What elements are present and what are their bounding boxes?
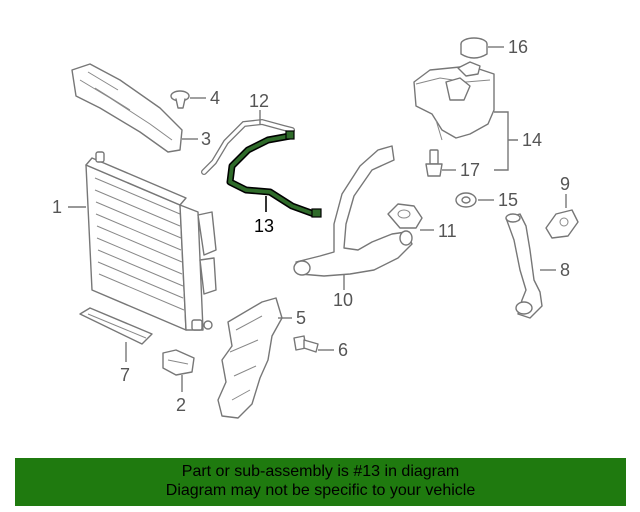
radiator-part-1[interactable] — [85, 151, 217, 331]
upper-hose-part-10[interactable] — [293, 145, 413, 277]
banner-line-1: Part or sub-assembly is #13 in diagram — [181, 463, 460, 480]
callout-14: 14 — [522, 130, 542, 150]
callout-11: 11 — [438, 221, 457, 241]
callout-5: 5 — [296, 308, 306, 328]
hose-part-13-highlighted[interactable] — [226, 130, 322, 218]
cap-part-16[interactable] — [460, 37, 488, 59]
ring-part-15[interactable] — [455, 192, 477, 208]
callout-2: 2 — [176, 395, 186, 415]
callout-4: 4 — [210, 88, 220, 108]
callout-17: 17 — [460, 160, 480, 180]
seal-strip-part-7[interactable] — [79, 307, 153, 345]
callout-6: 6 — [338, 340, 348, 360]
callout-15: 15 — [498, 190, 518, 210]
callout-9: 9 — [560, 174, 570, 194]
callout-12: 12 — [249, 91, 269, 111]
callout-10: 10 — [333, 290, 353, 310]
expansion-tank-part-14[interactable] — [413, 61, 495, 141]
hose-part-12[interactable] — [201, 118, 295, 175]
bracket-part-2[interactable] — [162, 349, 195, 376]
lower-hose-part-8[interactable] — [505, 213, 543, 319]
callout-13: 13 — [254, 216, 274, 236]
outlet-housing-part-9[interactable] — [545, 209, 579, 239]
callout-16: 16 — [508, 37, 528, 57]
callout-1: 1 — [52, 197, 62, 217]
info-banner: Part or sub-assembly is #13 in diagram D… — [15, 458, 626, 506]
air-deflector-part-5[interactable] — [217, 297, 283, 419]
bolt-part-6[interactable] — [293, 335, 319, 353]
banner-line-2: Diagram may not be specific to your vehi… — [165, 482, 476, 499]
deflector-part-3[interactable] — [71, 63, 183, 153]
callout-8: 8 — [560, 260, 570, 280]
leader-14 — [494, 111, 518, 171]
sensor-part-17[interactable] — [425, 149, 443, 177]
callout-3: 3 — [201, 129, 211, 149]
parts-diagram: 1 2 3 4 5 6 7 8 — [52, 37, 579, 419]
clip-part-4[interactable] — [170, 90, 190, 109]
callout-7: 7 — [120, 365, 130, 385]
thermostat-housing-part-11[interactable] — [387, 203, 423, 229]
